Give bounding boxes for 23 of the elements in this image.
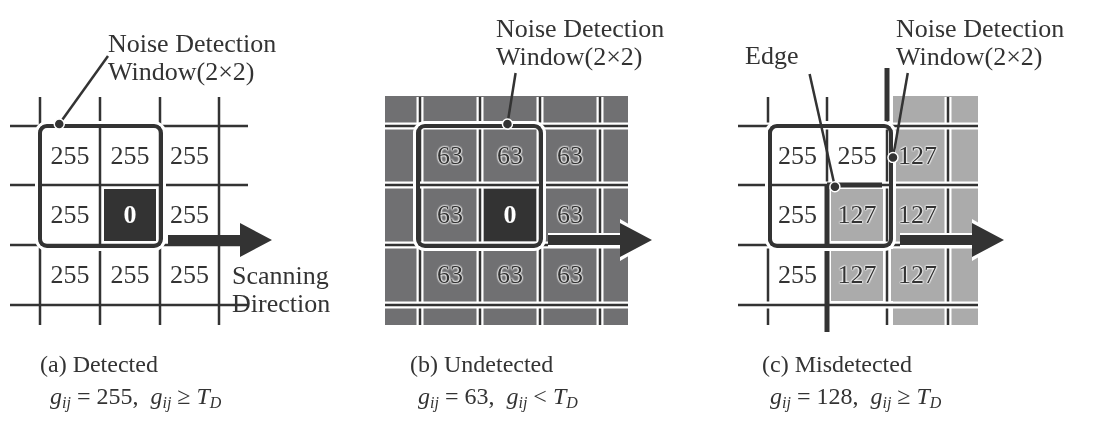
detection-window: [416, 124, 543, 248]
detection-window: [38, 124, 163, 248]
leader-line: [53, 55, 109, 130]
edge-line: [824, 68, 890, 332]
formula: g$_{ij}$ = 128, g$_{ij}$ ≥ T$_{D}$: [770, 382, 942, 410]
panel-caption: (b) Undetected: [410, 350, 554, 378]
formula: g$_{ij}$ = 255, g$_{ij}$ ≥ T$_{D}$: [50, 382, 222, 410]
pixel-cell: 127: [831, 249, 883, 301]
pixel-cell: 127: [831, 189, 883, 241]
callout-text: Noise Detection Window(2×2): [108, 30, 304, 86]
callout-text: Noise Detection Window(2×2): [896, 15, 1092, 71]
leader-line: [808, 73, 841, 193]
direction-label: Scanning Direction: [232, 262, 332, 318]
panel-caption: (c) Misdetected: [762, 350, 912, 378]
detection-window: [768, 124, 893, 248]
leader-line: [887, 72, 909, 164]
pixel-cell: 0: [484, 189, 536, 241]
pixel-cell: 0: [104, 189, 156, 241]
formula: g$_{ij}$ = 63, g$_{ij}$ < T$_{D}$: [418, 382, 578, 410]
panel-caption: (a) Detected: [40, 350, 158, 378]
callout-text: Noise Detection Window(2×2): [496, 15, 692, 71]
callout-text: Edge: [745, 42, 813, 70]
leader-line: [501, 72, 517, 130]
